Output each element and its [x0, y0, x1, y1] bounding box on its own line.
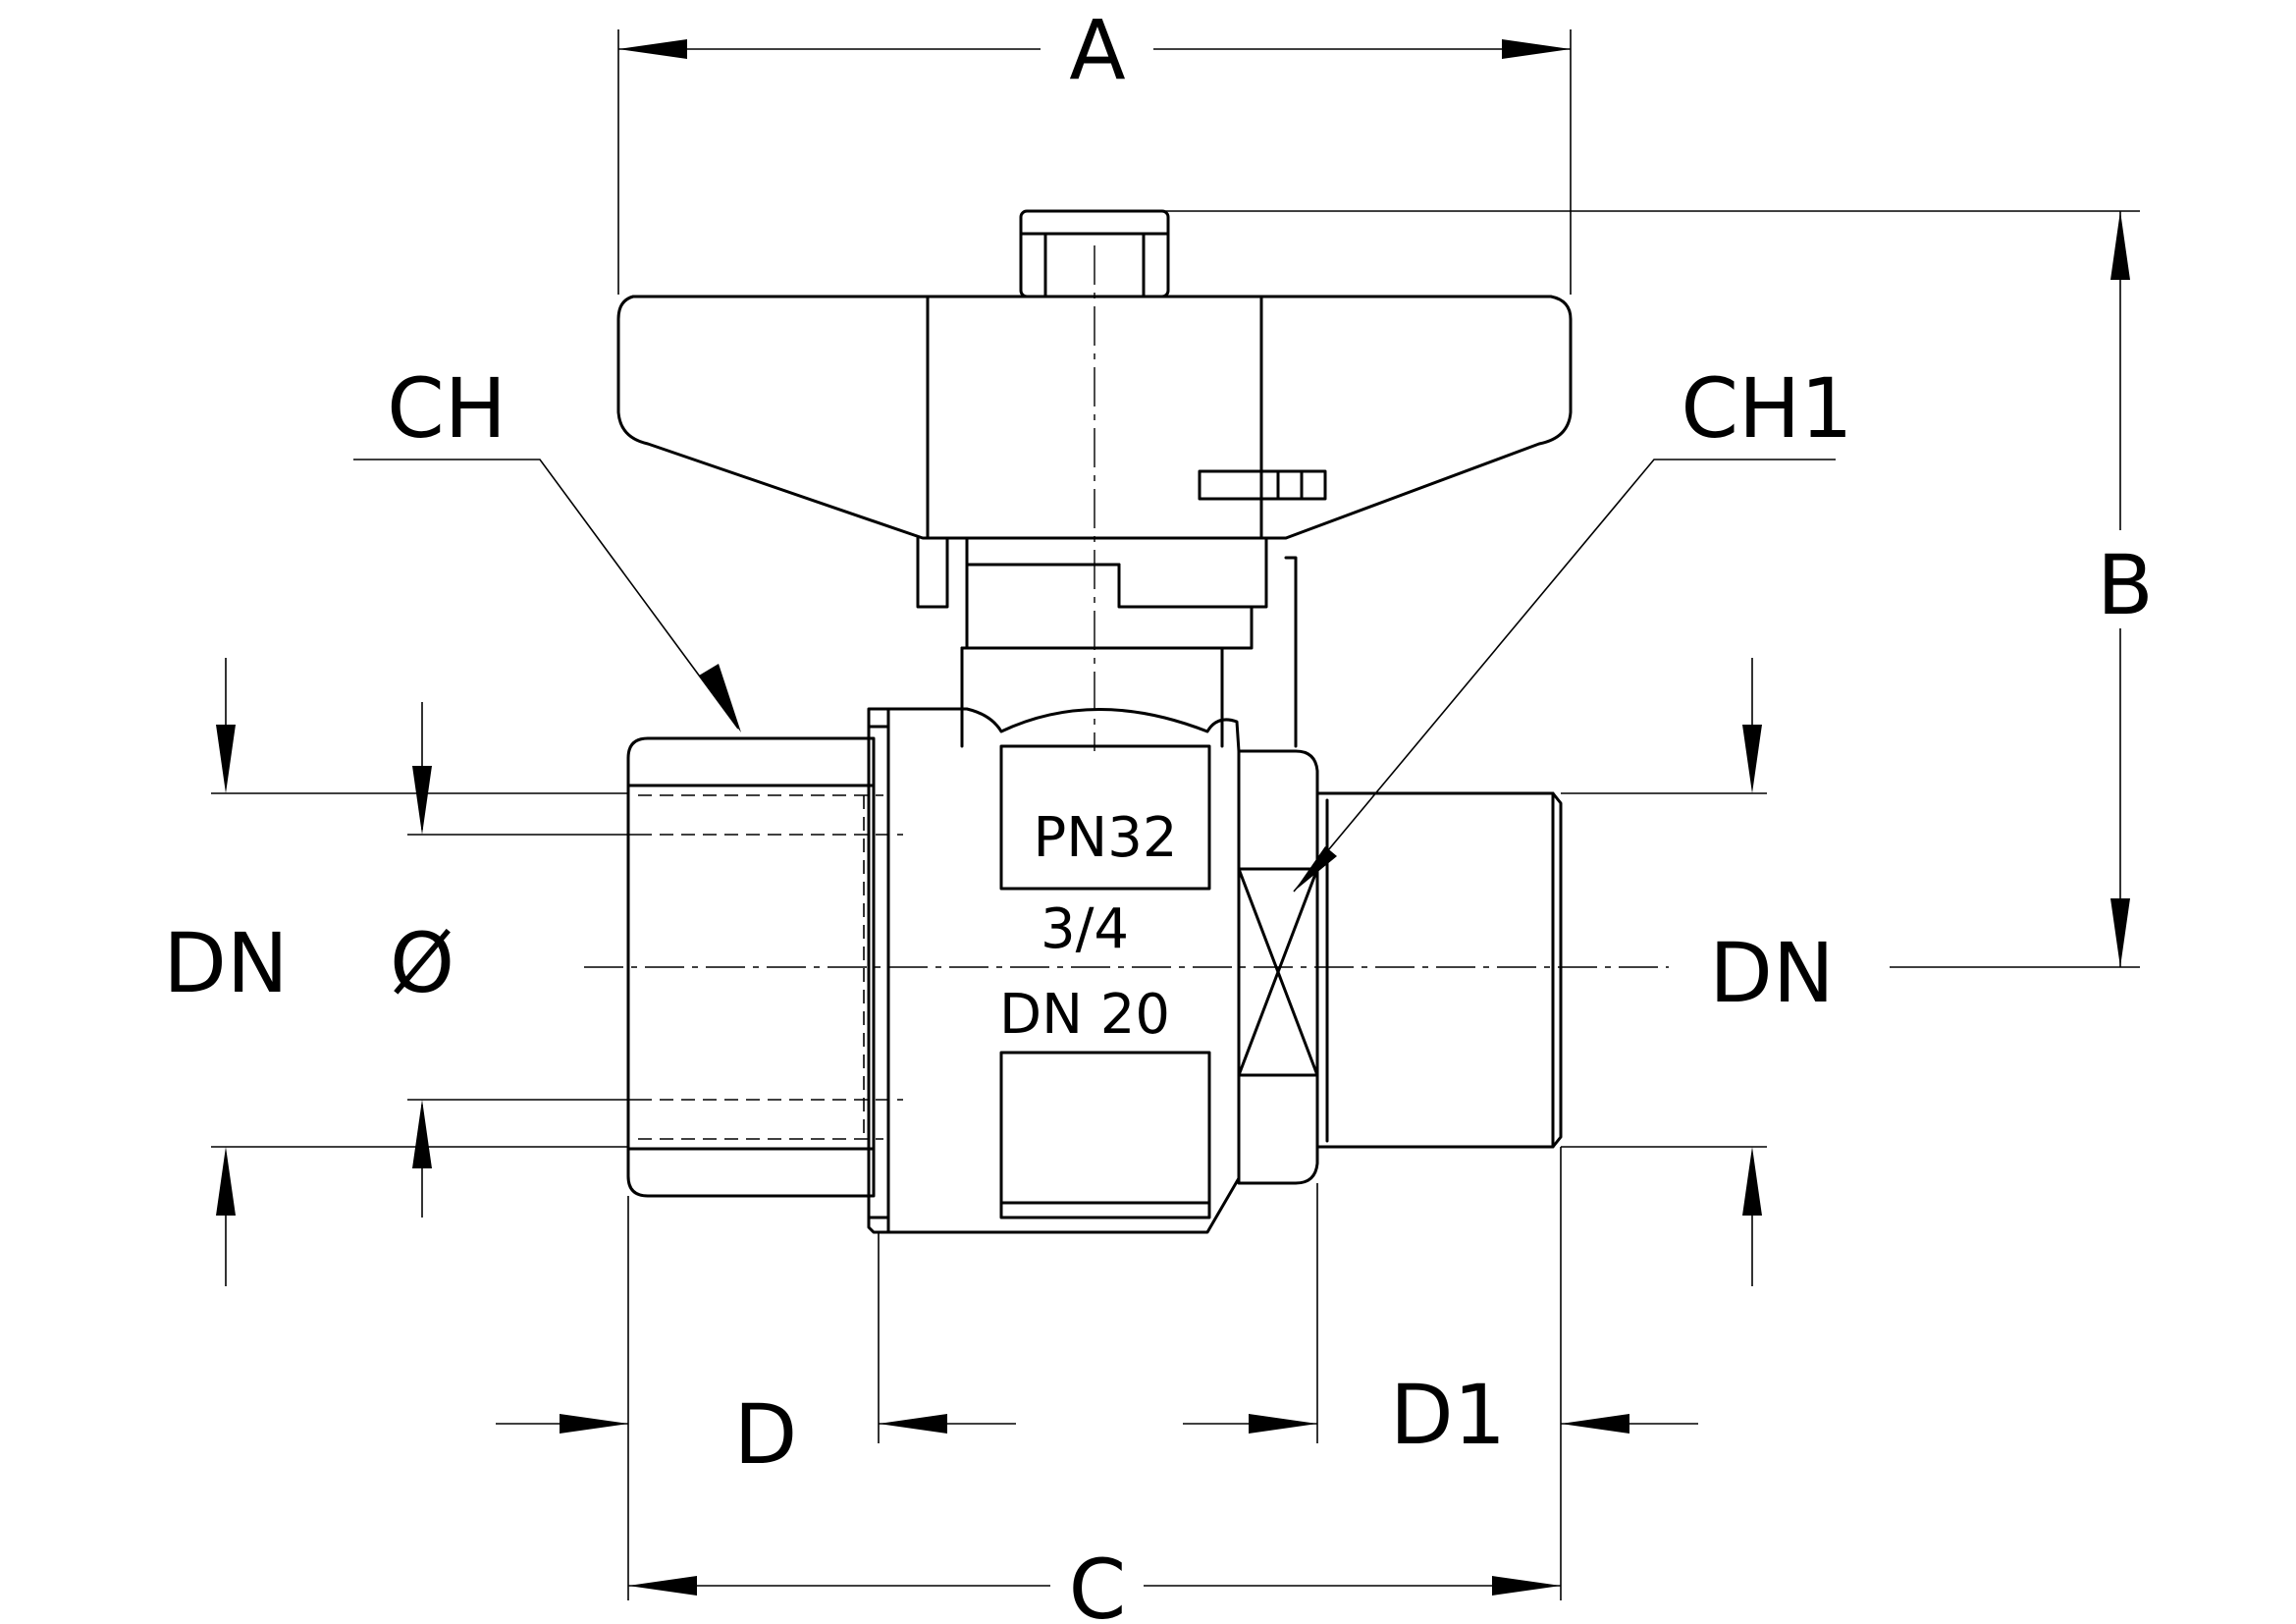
- marking-nominal: DN 20: [999, 983, 1170, 1047]
- t-handle: [616, 295, 1573, 540]
- body-markings: PN32 3/4 DN 20: [999, 806, 1178, 1047]
- top-nut: [1019, 209, 1170, 298]
- dim-b-label: B: [2097, 537, 2154, 633]
- dimension-lines: [211, 29, 2140, 1600]
- marking-pressure: PN32: [1034, 806, 1178, 870]
- dim-d-label: D: [734, 1386, 798, 1483]
- marking-size: 3/4: [1041, 897, 1129, 961]
- center-lines: [584, 245, 1669, 968]
- dim-dn-right-label: DN: [1709, 925, 1835, 1021]
- right-male-end: [1315, 791, 1563, 1149]
- stem-bonnet: [916, 536, 1298, 748]
- dim-diameter-label: Ø: [390, 915, 454, 1011]
- dimension-labels: A B C D D1 CH CH1 DN Ø DN: [163, 2, 2154, 1624]
- left-hex-end: [626, 736, 903, 1198]
- dim-d1-label: D1: [1390, 1367, 1506, 1463]
- dim-c-label: C: [1069, 1542, 1127, 1624]
- dim-ch-label: CH: [387, 360, 507, 457]
- dim-a-label: A: [1069, 2, 1125, 98]
- dim-dn-left-label: DN: [163, 915, 289, 1011]
- dim-ch1-label: CH1: [1681, 360, 1852, 457]
- valve-body: [867, 707, 1241, 1234]
